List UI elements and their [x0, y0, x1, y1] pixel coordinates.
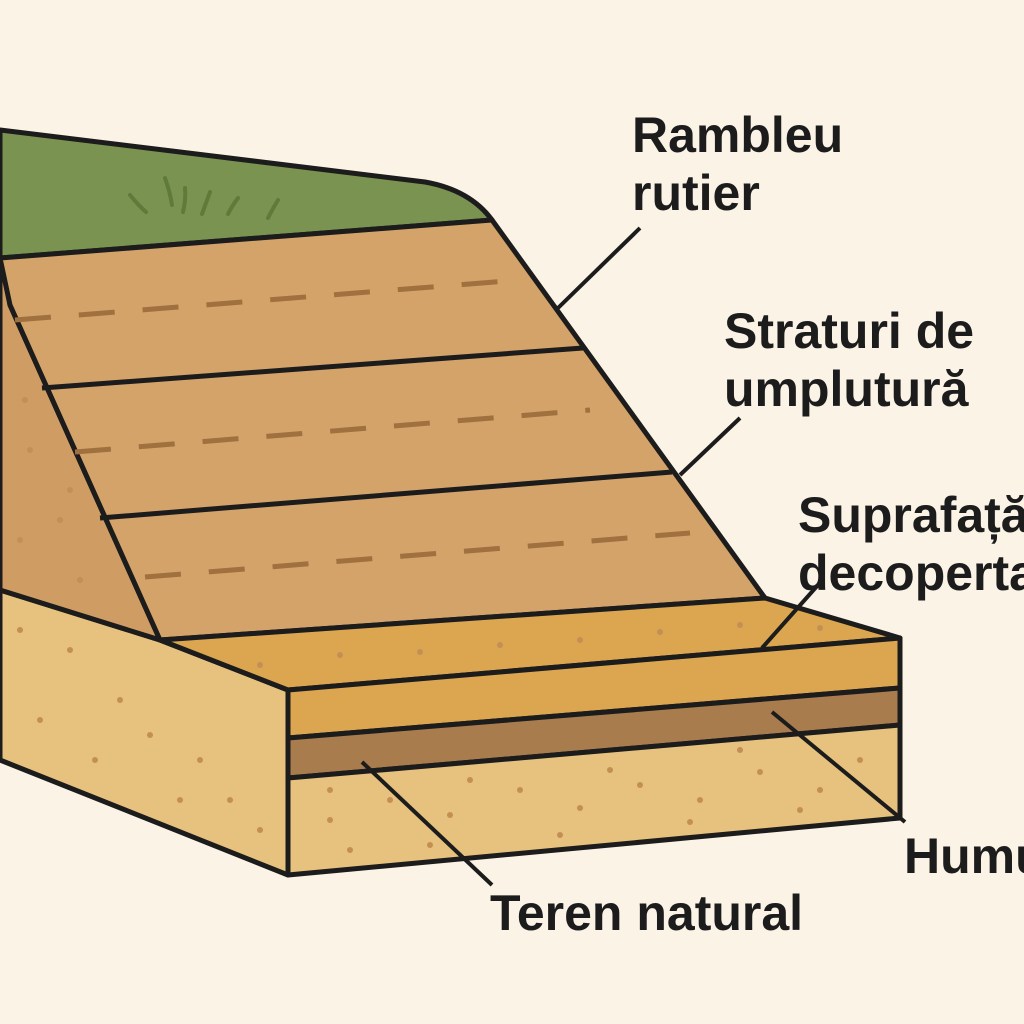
soil-dot: [337, 652, 343, 658]
label-natural-ground: Teren natural: [490, 884, 803, 942]
leader-line-embankment: [556, 226, 642, 310]
soil-dot: [687, 819, 693, 825]
soil-texture-dots: [17, 397, 863, 853]
label-fill-layers: Straturi de umplutură: [724, 302, 974, 418]
label-topsoil: Humus: [904, 827, 1024, 885]
label-fill-layers-line2: umplutură: [724, 361, 969, 417]
soil-dot: [637, 782, 643, 788]
soil-dot: [467, 777, 473, 783]
leader-lines: [360, 226, 907, 887]
soil-dot: [607, 767, 613, 773]
soil-dot: [737, 622, 743, 628]
label-fill-layers-line1: Straturi de: [724, 303, 975, 359]
leader-line-fill-layers: [678, 416, 742, 477]
leader-line-natural-ground: [360, 760, 494, 887]
label-stripped-surface-line2: decopertată: [798, 545, 1024, 601]
soil-dot: [37, 717, 43, 723]
soil-dot: [347, 847, 353, 853]
label-topsoil-text: Humus: [904, 828, 1024, 884]
soil-dot: [577, 805, 583, 811]
soil-dot: [147, 732, 153, 738]
compaction-dash-line: [74, 407, 591, 455]
soil-dot: [257, 827, 263, 833]
soil-dot: [77, 577, 83, 583]
soil-dot: [387, 797, 393, 803]
soil-dot: [327, 817, 333, 823]
soil-dot: [517, 787, 523, 793]
soil-dot: [17, 627, 23, 633]
grass-blades: [128, 176, 280, 220]
soil-dot: [817, 787, 823, 793]
soil-dot: [417, 649, 423, 655]
label-stripped-surface: Suprafață decopertată: [798, 486, 1024, 602]
compaction-dash-line: [14, 277, 521, 323]
soil-dot: [857, 757, 863, 763]
compaction-dash-line: [144, 530, 691, 580]
soil-dot: [57, 517, 63, 523]
label-embankment: Rambleu rutier: [632, 106, 843, 222]
soil-dot: [327, 787, 333, 793]
soil-dot: [17, 537, 23, 543]
soil-dot: [22, 397, 28, 403]
soil-dot: [257, 662, 263, 668]
soil-dot: [177, 797, 183, 803]
label-embankment-line1: Rambleu: [632, 107, 844, 163]
leader-line-topsoil: [770, 710, 907, 824]
soil-dot: [27, 447, 33, 453]
soil-dot: [797, 807, 803, 813]
soil-dot: [757, 769, 763, 775]
label-embankment-line2: rutier: [632, 165, 760, 221]
soil-dot: [737, 747, 743, 753]
soil-dot: [497, 642, 503, 648]
soil-dot: [817, 625, 823, 631]
soil-dot: [577, 637, 583, 643]
soil-dot: [657, 629, 663, 635]
label-stripped-surface-line1: Suprafață: [798, 487, 1024, 543]
soil-dot: [197, 757, 203, 763]
soil-dot: [227, 797, 233, 803]
soil-dot: [67, 487, 73, 493]
soil-dot: [427, 842, 433, 848]
label-natural-ground-text: Teren natural: [490, 885, 804, 941]
soil-dot: [697, 797, 703, 803]
soil-dot: [557, 832, 563, 838]
soil-dot: [447, 812, 453, 818]
fill-layer-boundary: [41, 345, 584, 391]
fill-layer-boundary: [99, 469, 673, 521]
leader-line-stripped-surface: [760, 583, 820, 650]
soil-dot: [117, 697, 123, 703]
soil-dot: [92, 757, 98, 763]
soil-dot: [67, 647, 73, 653]
